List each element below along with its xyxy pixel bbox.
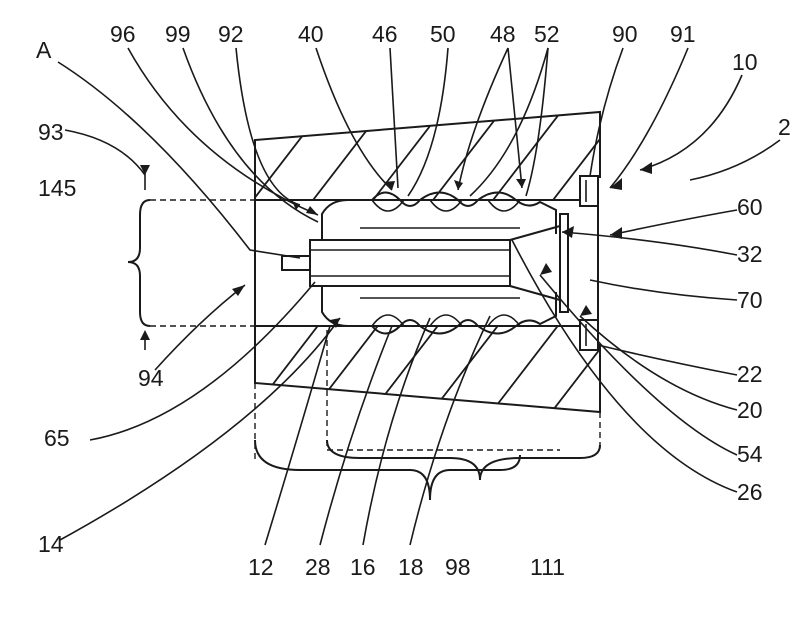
label-50: 50 xyxy=(430,21,456,47)
housing-lower xyxy=(254,326,601,414)
label-90: 90 xyxy=(612,21,638,47)
housing-upper xyxy=(254,110,601,200)
label-20: 20 xyxy=(737,397,763,423)
label-46: 46 xyxy=(372,21,398,47)
reference-numerals: A 96 99 92 40 46 50 48 52 90 91 10 2 93 … xyxy=(36,21,791,580)
label-2: 2 xyxy=(778,114,791,140)
leader-lines xyxy=(57,47,781,546)
label-26: 26 xyxy=(737,479,763,505)
label-12: 12 xyxy=(248,554,274,580)
label-18: 18 xyxy=(398,554,424,580)
label-22: 22 xyxy=(737,361,763,387)
seal-rings-upper xyxy=(321,191,557,240)
label-99: 99 xyxy=(165,21,191,47)
label-16: 16 xyxy=(350,554,376,580)
label-28: 28 xyxy=(305,554,331,580)
label-96: 96 xyxy=(110,21,136,47)
label-92: 92 xyxy=(218,21,244,47)
brace-111 xyxy=(326,439,601,481)
brace-98 xyxy=(254,439,521,501)
housing-lower-hatch xyxy=(255,326,600,412)
label-54: 54 xyxy=(737,441,763,467)
label-14: 14 xyxy=(38,531,64,557)
end-plate xyxy=(559,175,599,351)
label-93: 93 xyxy=(38,119,64,145)
label-40: 40 xyxy=(298,21,324,47)
label-70: 70 xyxy=(737,287,763,313)
arrowheads xyxy=(140,162,652,340)
label-111: 111 xyxy=(530,554,565,580)
label-48: 48 xyxy=(490,21,516,47)
label-98: 98 xyxy=(445,554,471,580)
label-145: 145 xyxy=(38,175,76,201)
brace-145 xyxy=(127,199,151,327)
seal-rings-lower xyxy=(321,286,557,335)
shaft xyxy=(281,225,561,301)
housing-upper-hatch xyxy=(255,112,600,200)
label-10: 10 xyxy=(732,49,758,75)
label-94: 94 xyxy=(138,365,164,391)
label-65: 65 xyxy=(44,425,70,451)
label-A: A xyxy=(36,37,52,63)
label-91: 91 xyxy=(670,21,696,47)
label-32: 32 xyxy=(737,241,763,267)
label-52: 52 xyxy=(534,21,560,47)
label-60: 60 xyxy=(737,194,763,220)
